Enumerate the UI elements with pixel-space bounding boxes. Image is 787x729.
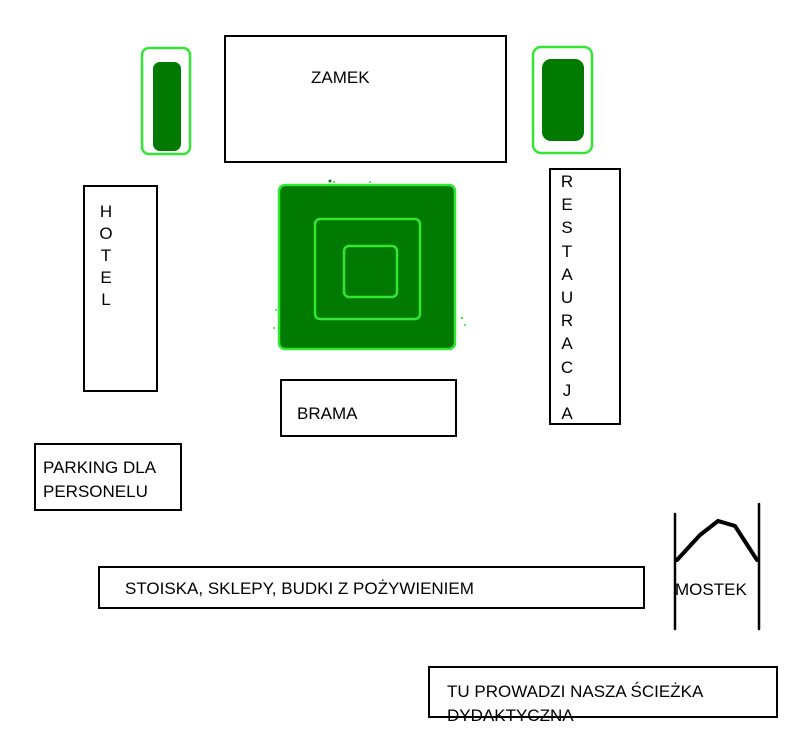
brama-label: BRAMA bbox=[297, 404, 358, 423]
brama-gate bbox=[280, 379, 457, 437]
sciezka-label-line1: TU PROWADZI NASZA ŚCIEŻKA bbox=[447, 682, 704, 701]
parking-area bbox=[34, 443, 182, 511]
sciezka-label-line2: DYDAKTYCZNA bbox=[447, 706, 574, 725]
tree-left bbox=[140, 46, 192, 156]
stoiska-label: STOISKA, SKLEPY, BUDKI Z POŻYWIENIEM bbox=[125, 579, 474, 598]
restauracja-building bbox=[549, 168, 621, 425]
zamek-building bbox=[224, 35, 507, 163]
central-garden bbox=[273, 179, 466, 351]
sciezka-box bbox=[428, 666, 778, 718]
mostek-bridge bbox=[673, 502, 761, 631]
tree-right bbox=[531, 45, 594, 155]
stoiska-area bbox=[98, 566, 645, 609]
hotel-building bbox=[83, 185, 158, 392]
zamek-label: ZAMEK bbox=[311, 68, 370, 87]
parking-label-line2: PERSONELU bbox=[43, 482, 148, 501]
parking-label-line1: PARKING DLA bbox=[43, 458, 157, 477]
restauracja-label: R E S T A U R A C J A bbox=[560, 172, 574, 424]
hotel-label: H O T E L bbox=[99, 202, 113, 309]
mostek-label: MOSTEK bbox=[675, 580, 747, 599]
